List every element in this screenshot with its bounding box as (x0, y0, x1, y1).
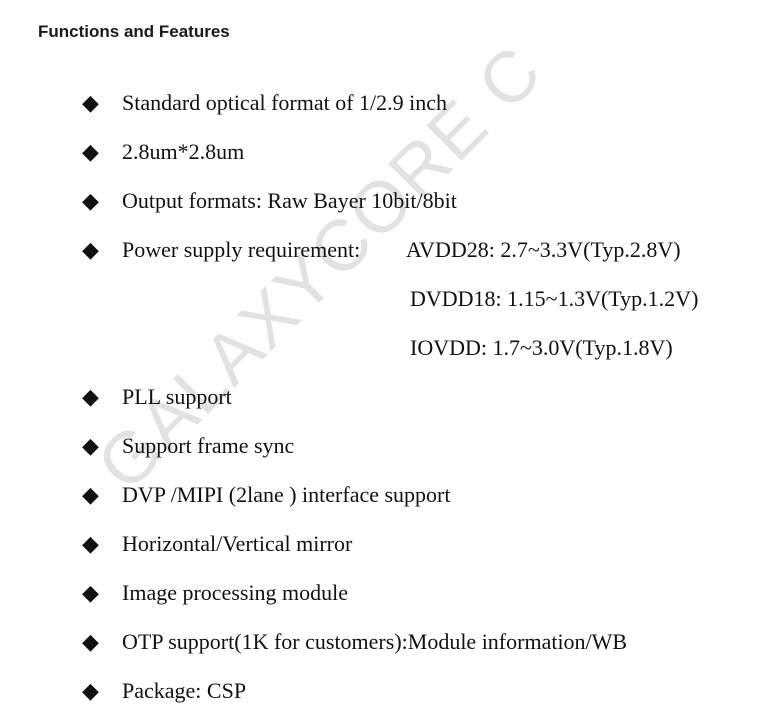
section-heading: Functions and Features (38, 22, 230, 41)
diamond-bullet-icon: ◆ (82, 237, 99, 262)
power-iovdd: IOVDD: 1.7~3.0V(Typ.1.8V) (410, 335, 673, 360)
diamond-bullet-icon: ◆ (82, 678, 99, 703)
power-avdd: AVDD28: 2.7~3.3V(Typ.2.8V) (406, 237, 681, 262)
power-dvdd: DVDD18: 1.15~1.3V(Typ.1.2V) (410, 286, 699, 311)
diamond-bullet-icon: ◆ (82, 90, 99, 115)
diamond-bullet-icon: ◆ (82, 139, 99, 164)
diamond-bullet-icon: ◆ (82, 482, 99, 507)
diamond-bullet-icon: ◆ (82, 384, 99, 409)
diamond-bullet-icon: ◆ (82, 188, 99, 213)
diamond-bullet-icon: ◆ (82, 433, 99, 458)
diamond-bullet-icon: ◆ (82, 580, 99, 605)
diamond-bullet-icon: ◆ (82, 629, 99, 654)
diamond-bullet-icon: ◆ (82, 531, 99, 556)
